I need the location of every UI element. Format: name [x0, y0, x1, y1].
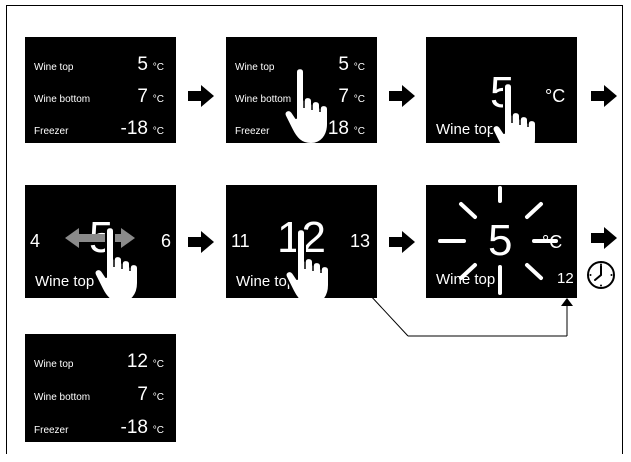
row-unit-freezer: °C: [353, 126, 365, 137]
zone-label: Wine top: [436, 121, 496, 138]
next-value: 6: [161, 231, 172, 251]
screen-temperature-overview-updated: Wine top 12 °C Wine bottom 7 °C Freezer …: [25, 334, 176, 442]
right-arrow-icon: [389, 85, 415, 107]
clock-icon: [587, 261, 615, 289]
row-value-wine-top: 5: [338, 54, 349, 75]
row-label-wine-top: Wine top: [235, 62, 275, 73]
setpoint-unit: °C: [542, 232, 563, 252]
screen-confirm-blink: 5 °C Wine top 12: [426, 185, 577, 298]
row-unit-wine-top: °C: [152, 62, 164, 73]
row-label-wine-bottom: Wine bottom: [235, 94, 292, 105]
row-value-wine-bottom: 7: [338, 86, 349, 107]
row-label-wine-top: Wine top: [34, 359, 74, 370]
row-unit-wine-top: °C: [353, 62, 365, 73]
zone-label: Wine top: [236, 273, 296, 290]
screen-temperature-overview: Wine top 5 °C Wine bottom 7 °C Freezer -…: [25, 37, 176, 143]
tap-hand-icon: [284, 228, 330, 298]
row-label-freezer: Freezer: [34, 126, 69, 137]
row-label-wine-bottom: Wine bottom: [34, 392, 91, 403]
row-value-wine-top: 5: [137, 54, 148, 75]
previous-value: 11: [231, 231, 250, 251]
row-label-wine-top: Wine top: [34, 62, 74, 73]
screen-swipe-adjust: 4 5 6 Wine top: [25, 185, 176, 298]
row-label-wine-bottom: Wine bottom: [34, 94, 91, 105]
row-label-freezer: Freezer: [235, 126, 270, 137]
setpoint-unit: °C: [545, 86, 566, 106]
right-arrow-icon: [591, 85, 617, 107]
right-arrow-icon: [188, 231, 214, 253]
row-value-wine-top: 12: [126, 351, 148, 372]
row-value-freezer: -18: [120, 417, 148, 438]
diagram-frame: [6, 5, 623, 454]
blink-rays-icon: [438, 186, 558, 295]
right-arrow-icon: [591, 227, 617, 249]
setpoint-value: 5: [488, 216, 513, 265]
screen-new-value: 11 12 13 Wine top: [226, 185, 377, 298]
right-arrow-icon: [188, 85, 214, 107]
row-value-freezer: -18: [120, 118, 148, 139]
previous-value: 4: [30, 231, 41, 251]
row-value-wine-bottom: 7: [137, 384, 148, 405]
row-value-wine-bottom: 7: [137, 86, 148, 107]
next-value: 13: [350, 231, 371, 251]
swipe-arrows-icon: [65, 228, 135, 248]
tap-hand-icon: [283, 67, 329, 143]
corner-value: 12: [557, 270, 574, 287]
tap-hand-icon: [93, 226, 139, 298]
row-label-freezer: Freezer: [34, 425, 69, 436]
tap-hand-icon: [491, 82, 537, 143]
row-unit-wine-bottom: °C: [353, 94, 365, 105]
row-unit-wine-bottom: °C: [152, 392, 164, 403]
row-unit-freezer: °C: [152, 126, 164, 137]
row-unit-wine-bottom: °C: [152, 94, 164, 105]
zone-label: Wine top: [35, 273, 95, 290]
screen-temperature-overview-tap: Wine top 5 °C Wine bottom 7 °C Freezer -…: [226, 37, 377, 143]
row-unit-freezer: °C: [152, 425, 164, 436]
right-arrow-icon: [389, 231, 415, 253]
screen-zone-selected: 5 °C Wine top: [426, 37, 577, 143]
row-unit-wine-top: °C: [152, 359, 164, 370]
zone-label: Wine top: [436, 271, 496, 288]
